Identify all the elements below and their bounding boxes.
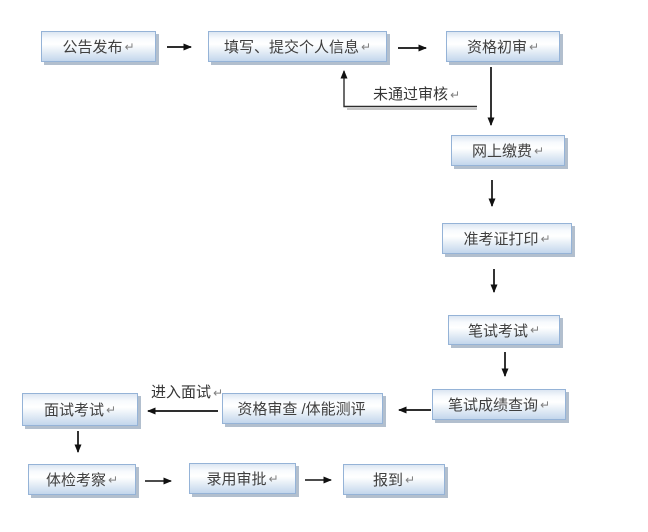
flow-node-written-exam-score-query: 笔试成绩查询↵ <box>432 389 566 420</box>
flow-node-online-payment: 网上缴费↵ <box>451 135 565 166</box>
paragraph-return-icon: ↵ <box>539 397 551 412</box>
flow-node-employment-approval: 录用审批↵ <box>189 463 296 494</box>
edge-label-not-passed-review: 未通过审核↵ <box>373 83 460 104</box>
paragraph-return-icon: ↵ <box>540 231 551 246</box>
paragraph-return-icon: ↵ <box>528 39 540 54</box>
node-label: 笔试考试 <box>467 322 528 340</box>
paragraph-return-icon: ↵ <box>124 39 135 54</box>
paragraph-return-icon: ↵ <box>450 88 461 102</box>
paragraph-return-icon: ↵ <box>404 472 416 487</box>
flow-node-fill-submit-personal-info: 填写、提交个人信息↵ <box>208 31 387 62</box>
flow-node-preliminary-qualification-review: 资格初审↵ <box>446 31 560 62</box>
flow-node-physical-exam-inspection: 体检考察↵ <box>28 464 136 495</box>
node-label: 准考证打印 <box>463 231 539 248</box>
edge-label-text: 未通过审核 <box>373 86 449 103</box>
flow-node-qualification-check-physical-test: 资格审查 /体能测评 <box>222 393 383 424</box>
edge-label-text: 进入面试 <box>151 384 212 401</box>
node-label: 报到 <box>372 472 403 489</box>
node-label: 公告发布 <box>62 39 123 56</box>
flow-node-interview-exam: 面试考试↵ <box>22 393 138 426</box>
paragraph-return-icon: ↵ <box>107 472 119 487</box>
node-label: 录用审批 <box>206 471 267 488</box>
flow-node-report-for-duty: 报到↵ <box>343 464 445 495</box>
node-label: 体检考察 <box>45 472 106 489</box>
flow-node-announcement: 公告发布↵ <box>41 31 156 62</box>
flow-node-written-exam: 笔试考试↵ <box>448 315 560 345</box>
node-label: 笔试成绩查询 <box>447 397 538 414</box>
node-label: 资格审查 /体能测评 <box>237 401 366 418</box>
arrow-not-passed-review-return <box>340 70 477 108</box>
node-label: 网上缴费 <box>471 143 532 160</box>
edge-label-enter-interview: 进入面试↵ <box>151 381 223 402</box>
paragraph-return-icon: ↵ <box>529 323 541 337</box>
paragraph-return-icon: ↵ <box>533 143 545 158</box>
node-label: 资格初审 <box>466 39 527 56</box>
paragraph-return-icon: ↵ <box>105 402 117 417</box>
node-label: 面试考试 <box>43 402 104 419</box>
paragraph-return-icon: ↵ <box>213 386 224 400</box>
flow-node-admission-ticket-printing: 准考证打印↵ <box>442 223 572 254</box>
node-label: 填写、提交个人信息 <box>223 39 359 56</box>
paragraph-return-icon: ↵ <box>360 39 372 54</box>
paragraph-return-icon: ↵ <box>268 471 279 486</box>
